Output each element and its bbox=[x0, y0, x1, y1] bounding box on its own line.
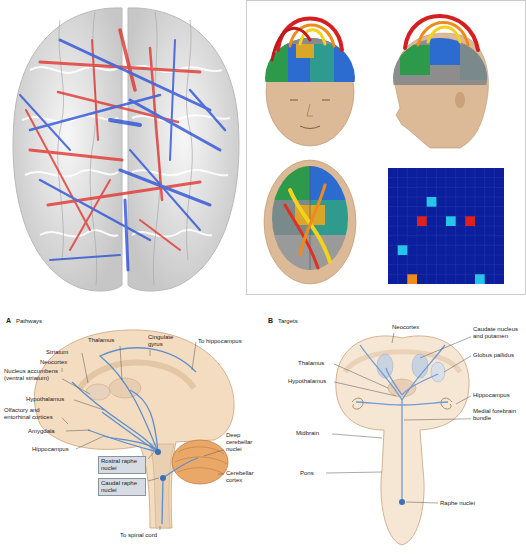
structure-label: Cingulate gyrus bbox=[148, 334, 182, 348]
panel-letter: B bbox=[268, 317, 278, 325]
structure-label: Hippocampus bbox=[473, 392, 519, 399]
leader-line bbox=[334, 364, 388, 388]
structure-label: Hypothalamus bbox=[26, 396, 72, 403]
leader-line bbox=[74, 400, 104, 410]
structure-label: Thalamus bbox=[88, 337, 122, 344]
leader-line bbox=[192, 342, 196, 370]
leader-line bbox=[66, 430, 90, 431]
head-top bbox=[264, 160, 356, 284]
leader-line bbox=[334, 382, 396, 396]
leader-line bbox=[82, 353, 88, 383]
leader-line bbox=[150, 350, 151, 356]
panel-letter: A bbox=[6, 317, 16, 325]
structure-label: Hippocampus bbox=[32, 446, 74, 453]
structure-label: To spinal cord bbox=[120, 532, 170, 539]
structure-label: Amygdala bbox=[28, 428, 64, 435]
leader-line bbox=[218, 474, 224, 475]
leader-line bbox=[160, 526, 161, 530]
structure-label: Neocortex bbox=[392, 324, 432, 331]
leader-line bbox=[62, 418, 68, 424]
leader-line bbox=[62, 368, 63, 372]
structure-label: Midbrain bbox=[296, 430, 330, 437]
structure-label: Caudal raphe nuclei bbox=[101, 480, 143, 494]
connectivity-matrix bbox=[388, 168, 504, 284]
structure-label: Pathways bbox=[16, 318, 66, 325]
structure-label: To hippocampus bbox=[198, 338, 242, 345]
nucleus-box: Caudal raphe nuclei bbox=[98, 478, 146, 496]
head-side bbox=[393, 16, 490, 148]
leader-line bbox=[148, 478, 159, 481]
leader-line bbox=[120, 346, 122, 380]
leader-line bbox=[148, 452, 154, 459]
structure-label: Rostral raphe nuclei bbox=[101, 458, 143, 472]
leader-line bbox=[204, 450, 224, 456]
leader-line bbox=[392, 333, 394, 343]
leader-line bbox=[332, 434, 382, 438]
structure-label: Globus pallidus bbox=[473, 352, 519, 359]
structure-label: Olfactory and entorhinal cortices bbox=[4, 407, 60, 421]
structure-label: Striatum bbox=[46, 349, 80, 356]
sagittal-brain bbox=[34, 330, 234, 528]
leader-line bbox=[62, 379, 90, 394]
leader-line bbox=[404, 419, 471, 420]
leader-line bbox=[420, 337, 471, 358]
structure-label: Caudate nucleus and putamen bbox=[473, 326, 523, 340]
structure-label: Targets bbox=[278, 318, 318, 325]
structure-label: Hypothalamus bbox=[288, 378, 332, 385]
structure-label: Nucleus accumbens (ventral striatum) bbox=[4, 368, 60, 382]
structure-label: Thalamus bbox=[298, 360, 332, 367]
head-front bbox=[262, 19, 358, 147]
panel-frame bbox=[247, 1, 526, 295]
structure-label: Raphe nuclei bbox=[440, 500, 490, 507]
structure-label: Neocortex bbox=[40, 359, 76, 366]
connectivity-brain bbox=[13, 8, 239, 291]
coronal-brain bbox=[336, 336, 469, 545]
structure-label: Deep cerebellar nuclei bbox=[226, 432, 262, 453]
leader-line bbox=[406, 502, 438, 503]
leader-line bbox=[76, 436, 104, 449]
structure-label: Pons bbox=[300, 470, 324, 477]
leader-line bbox=[456, 396, 471, 404]
leader-line bbox=[326, 472, 382, 473]
nucleus-box: Rostral raphe nuclei bbox=[98, 456, 146, 474]
leader-line bbox=[444, 356, 471, 372]
structure-label: Cerebellar cortex bbox=[226, 470, 262, 484]
structure-label: Medial forebrain bundle bbox=[473, 408, 521, 422]
